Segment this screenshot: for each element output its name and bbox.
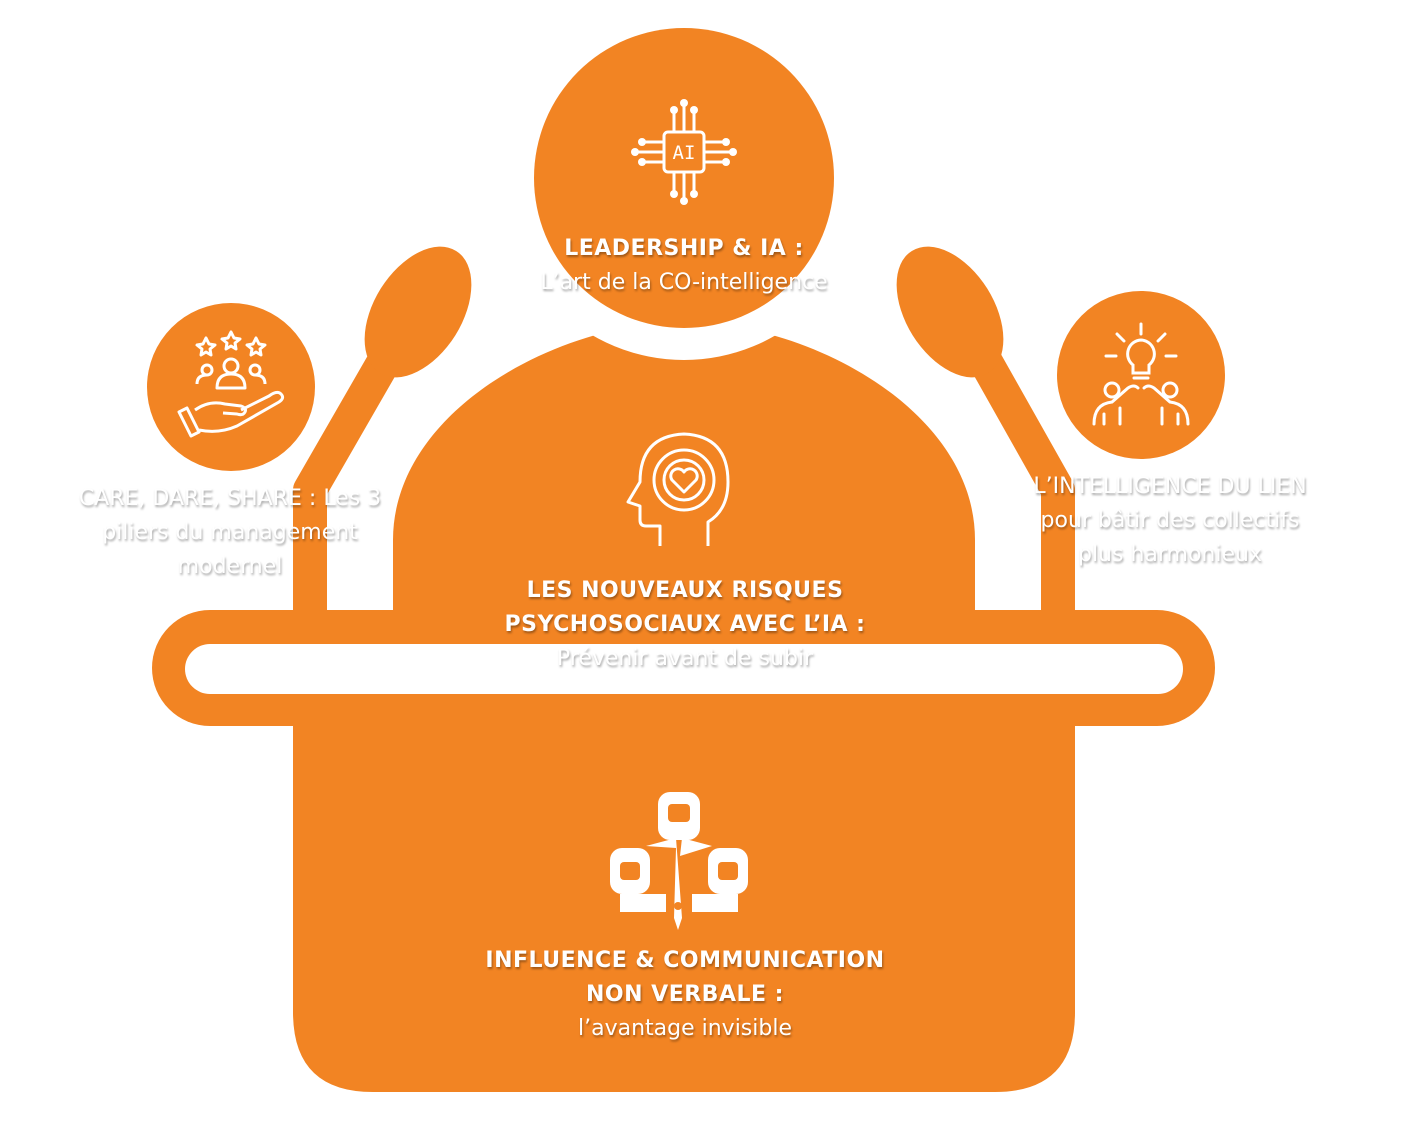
hand-team-stars-icon — [177, 330, 285, 438]
right-mic-stand — [950, 316, 1075, 612]
lightbulb-people-icon — [1092, 322, 1190, 426]
bottom-label: INFLUENCE & COMMUNICATION NON VERBALE : … — [440, 944, 930, 1046]
left-mic-head — [364, 246, 472, 378]
left-line2: piliers du management — [102, 520, 358, 545]
svg-text:AI: AI — [673, 142, 696, 164]
center-title2: PSYCHOSOCIAUX AVEC L’IA : — [504, 612, 866, 637]
left-label: CARE, DARE, SHARE : Les 3 piliers du man… — [40, 482, 420, 584]
people-communication-icon — [610, 792, 748, 930]
left-mic-stand — [293, 316, 420, 612]
center-title1: LES NOUVEAUX RISQUES — [526, 578, 844, 603]
right-line1: pour bâtir des collectifs — [1040, 508, 1300, 533]
top-title: LEADERSHIP & IA : — [564, 236, 804, 261]
right-line2: plus harmonieux — [1077, 542, 1262, 567]
podium-dome — [393, 322, 975, 612]
ai-chip-icon: AI — [631, 99, 737, 205]
right-mic-head — [896, 246, 1004, 378]
right-label: L’INTELLIGENCE DU LIEN pour bâtir des co… — [990, 470, 1350, 572]
right-title: L’INTELLIGENCE DU LIEN — [1033, 474, 1307, 499]
podium-base — [293, 700, 1075, 1092]
left-line3: modernel — [177, 554, 283, 579]
center-subtitle: Prévenir avant de subir — [556, 646, 814, 671]
top-subtitle: L’art de la CO-intelligence — [540, 270, 828, 295]
bottom-subtitle: l’avantage invisible — [577, 1016, 792, 1041]
head-heart-icon — [626, 432, 730, 546]
top-label: LEADERSHIP & IA : L’art de la CO-intelli… — [484, 232, 884, 300]
bottom-title2: NON VERBALE : — [586, 982, 784, 1007]
center-label: LES NOUVEAUX RISQUES PSYCHOSOCIAUX AVEC … — [440, 574, 930, 676]
bottom-title1: INFLUENCE & COMMUNICATION — [485, 948, 885, 973]
right-circle — [1057, 291, 1225, 459]
left-line1: CARE, DARE, SHARE : Les 3 — [78, 486, 382, 511]
